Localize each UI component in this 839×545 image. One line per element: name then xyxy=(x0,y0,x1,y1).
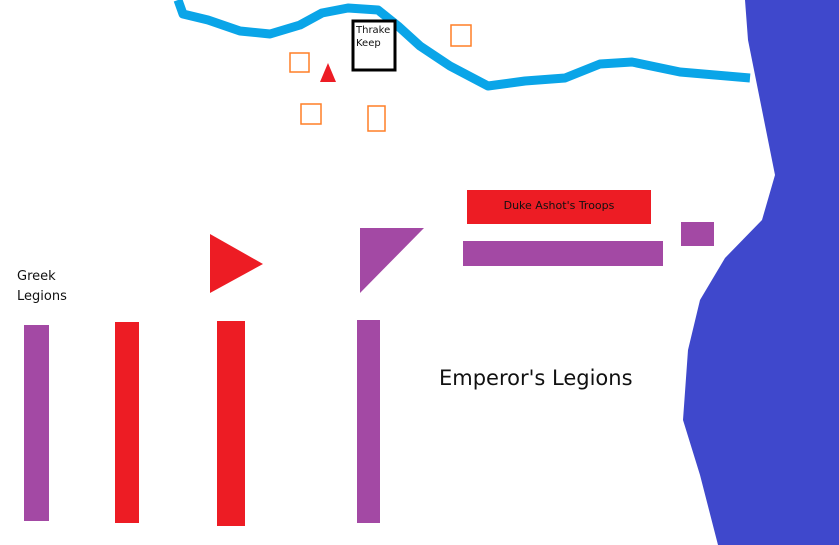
outpost xyxy=(300,103,322,125)
thrake-keep xyxy=(351,19,397,72)
red-arrow-triangle xyxy=(210,234,263,293)
greek-legions-label: Greek Legions xyxy=(17,269,67,304)
legion-purple xyxy=(357,320,380,523)
purple-small-unit xyxy=(681,222,714,246)
duke-troops-label: Duke Ashot's Troops xyxy=(503,199,615,212)
emperor-legions-label: Emperor's Legions xyxy=(439,366,633,390)
purple-line-unit xyxy=(463,241,663,266)
purple-arrow-triangle xyxy=(360,228,424,293)
outpost xyxy=(289,52,310,73)
keep-label: Thrake Keep xyxy=(356,25,391,49)
duke-troops-unit xyxy=(467,190,651,224)
river xyxy=(173,0,751,91)
outpost xyxy=(450,24,472,47)
legion-red xyxy=(217,321,245,526)
greek-legion-purple xyxy=(24,325,49,521)
outpost xyxy=(367,105,386,132)
sea xyxy=(683,0,839,545)
greek-legion-red xyxy=(115,322,139,523)
red-marker-triangle xyxy=(320,63,336,82)
